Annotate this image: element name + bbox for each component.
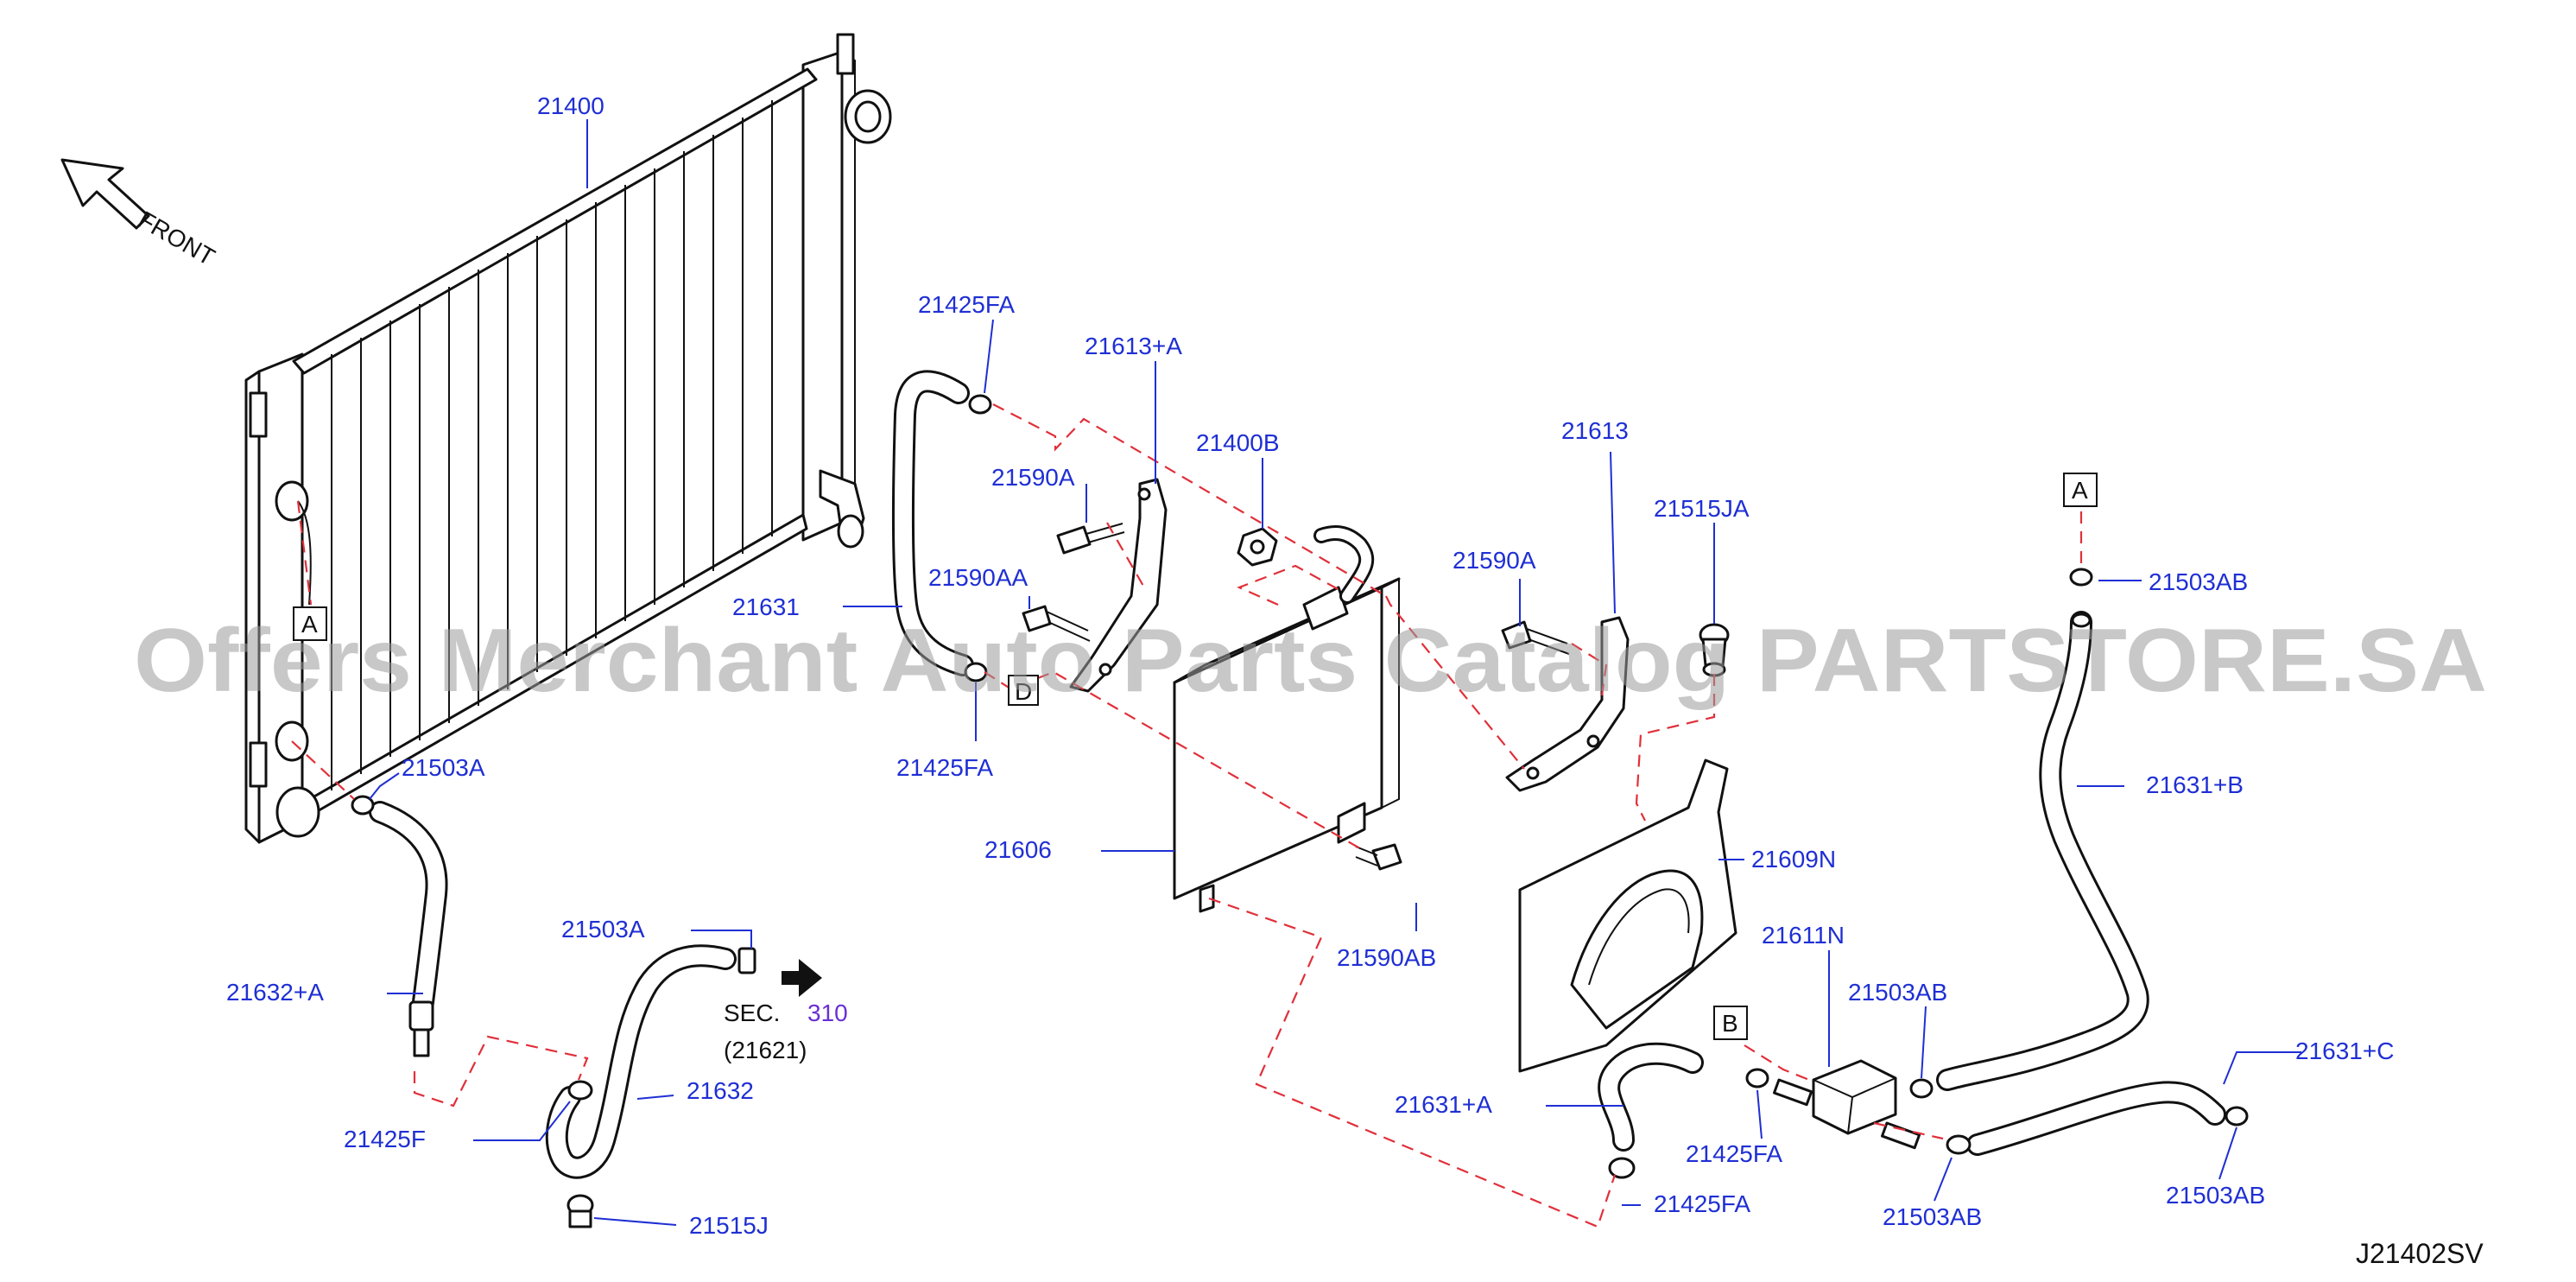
hose-21631[interactable]: [891, 370, 974, 676]
label-21425f[interactable]: 21425F: [344, 1126, 426, 1152]
nut-21400b[interactable]: [1237, 527, 1278, 567]
leader-lines: [369, 119, 2301, 1226]
label-21400[interactable]: 21400: [537, 92, 604, 119]
hose-21631b[interactable]: [1936, 611, 2149, 1091]
label-21503ab-top[interactable]: 21503AB: [2149, 568, 2248, 595]
svg-text:SEC.: SEC.: [724, 1000, 780, 1026]
label-21425fa-top[interactable]: 21425FA: [918, 291, 1015, 318]
callout-b-valve: B: [1713, 1006, 1748, 1040]
assembly-guide-lines: [291, 403, 2083, 1228]
valve-21611n[interactable]: [1773, 1059, 1921, 1150]
label-21631b[interactable]: 21631+B: [2146, 771, 2244, 798]
clamp-21425fa-top[interactable]: [968, 394, 992, 415]
bracket-21613a[interactable]: [1069, 478, 1168, 693]
clamp-21425f[interactable]: [567, 1080, 593, 1101]
front-label: FRONT: [134, 206, 219, 270]
bracket-21613[interactable]: [1505, 616, 1630, 792]
sec-arrow-icon: [782, 959, 822, 997]
svg-text:D: D: [1015, 678, 1032, 705]
clamp-21503ab-b1[interactable]: [1946, 1134, 1972, 1155]
front-direction-arrow: FRONT: [60, 158, 219, 270]
hose-21631c[interactable]: [1966, 1081, 2226, 1156]
callout-d-bracket: D: [1008, 675, 1039, 706]
clamp-21503ab-b2[interactable]: [2225, 1106, 2249, 1127]
hose-21632[interactable]: [545, 944, 737, 1179]
label-21606[interactable]: 21606: [984, 836, 1052, 863]
clamp-21425fa-b1[interactable]: [1745, 1068, 1769, 1088]
callout-a-radiator: A: [293, 606, 327, 641]
label-21631[interactable]: 21631: [732, 593, 800, 620]
label-21613[interactable]: 21613: [1561, 417, 1629, 444]
label-21590ab[interactable]: 21590AB: [1337, 944, 1436, 971]
bolt-21590a-left[interactable]: [1056, 523, 1125, 555]
label-21613a[interactable]: 21613+A: [1085, 333, 1182, 359]
label-21503a-left[interactable]: 21503A: [402, 754, 485, 781]
label-21425fa-mid[interactable]: 21425FA: [896, 754, 993, 781]
label-21611n[interactable]: 21611N: [1762, 922, 1845, 949]
label-21425fa-b2[interactable]: 21425FA: [1654, 1190, 1750, 1217]
clamp-21503ab-mid[interactable]: [1909, 1078, 1934, 1099]
clamp-21503a-left[interactable]: [351, 795, 375, 816]
bolt-21590a-right[interactable]: [1501, 620, 1570, 655]
svg-text:B: B: [1722, 1010, 1738, 1037]
clamp-21425fa-b2[interactable]: [1608, 1157, 1636, 1179]
label-21632[interactable]: 21632: [687, 1077, 754, 1104]
label-21631a[interactable]: 21631+A: [1395, 1091, 1492, 1118]
label-21609n[interactable]: 21609N: [1751, 846, 1836, 873]
part-labels: 21400 21425FA 21613+A 21400B 21613 21590…: [226, 92, 2394, 1239]
label-21590a-left[interactable]: 21590A: [991, 464, 1075, 491]
label-21503ab-b1[interactable]: 21503AB: [1883, 1203, 1982, 1230]
label-21400b[interactable]: 21400B: [1196, 429, 1280, 456]
label-21515j[interactable]: 21515J: [689, 1212, 769, 1239]
radiator-21400[interactable]: [244, 33, 892, 844]
oil-cooler-21606[interactable]: [1173, 525, 1401, 913]
section-reference[interactable]: SEC. 310 (21621): [724, 1000, 848, 1063]
clamp-21503a-mid[interactable]: [737, 947, 756, 974]
watermark-text: Offers Merchant Auto Parts Catalog PARTS…: [134, 611, 2487, 711]
svg-text:310[interactable]: 310: [807, 1000, 848, 1026]
label-21632a[interactable]: 21632+A: [226, 979, 324, 1006]
hose-21631a[interactable]: [1598, 1042, 1704, 1152]
clamp-21503ab-top[interactable]: [2069, 568, 2093, 628]
label-21425fa-b1[interactable]: 21425FA: [1686, 1140, 1782, 1167]
grommet-21515ja[interactable]: [1699, 623, 1730, 677]
bolt-21590ab[interactable]: [1355, 843, 1402, 871]
diagram-code: J21402SV: [2356, 1238, 2484, 1269]
label-21515ja[interactable]: 21515JA: [1654, 495, 1750, 522]
hose-21632a[interactable]: [369, 801, 448, 1057]
clamp-21515j[interactable]: [566, 1194, 594, 1228]
label-21631c[interactable]: 21631+C: [2295, 1038, 2394, 1064]
label-21503a-mid[interactable]: 21503A: [561, 916, 645, 942]
label-21503ab-b2[interactable]: 21503AB: [2166, 1182, 2265, 1209]
svg-text:A: A: [2072, 477, 2088, 504]
svg-text:(21621): (21621): [724, 1037, 807, 1063]
bolt-21590aa[interactable]: [1022, 605, 1091, 642]
callout-a-hose: A: [2063, 473, 2098, 507]
air-guide-21609n[interactable]: [1518, 758, 1737, 1073]
label-21590a-right[interactable]: 21590A: [1453, 547, 1536, 574]
label-21503ab-mid[interactable]: 21503AB: [1848, 979, 1947, 1006]
svg-text:A: A: [301, 611, 318, 638]
label-21590aa[interactable]: 21590AA: [928, 564, 1029, 591]
